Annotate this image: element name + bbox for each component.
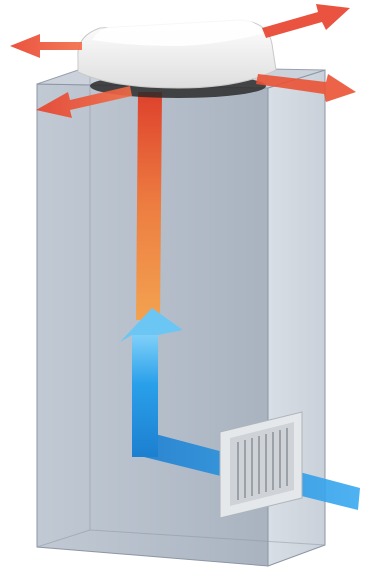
exhaust-arrow-top-right — [262, 4, 350, 38]
exhaust-arrow-top-left — [10, 34, 82, 58]
exhaust-arrow-right — [256, 74, 356, 102]
grille-louvers — [237, 428, 288, 500]
exhaust-outlet-arrows — [10, 4, 356, 118]
roof-fan-lid — [92, 18, 262, 46]
exhaust-column-arrow — [136, 92, 162, 320]
filter-grille — [219, 411, 303, 519]
cabinet-inner-edge — [89, 529, 326, 546]
cabinet-inner-edge — [36, 529, 91, 548]
intake-arrowhead — [120, 308, 183, 342]
intake-vertical-segment — [132, 335, 158, 457]
roof-fan — [77, 18, 277, 98]
exhaust-arrow-left — [36, 86, 132, 118]
